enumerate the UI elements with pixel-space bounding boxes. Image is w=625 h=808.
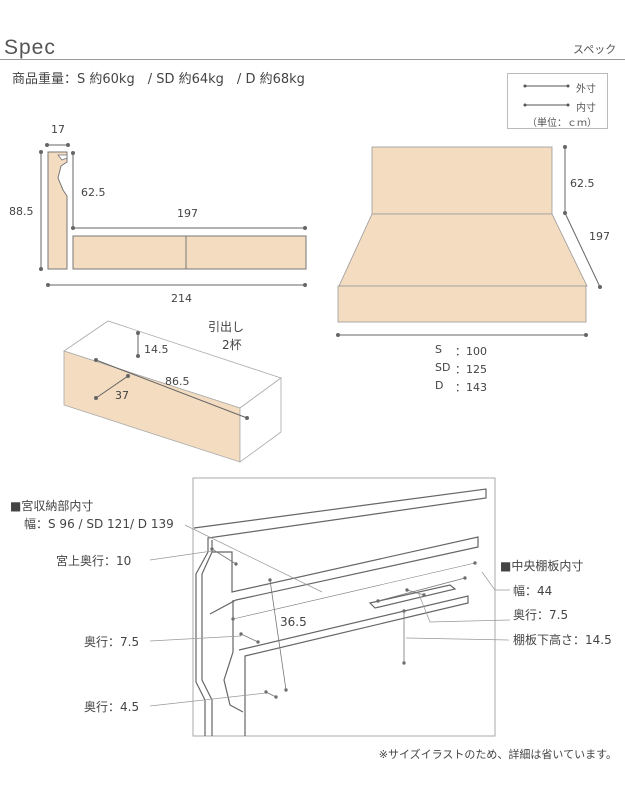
shelf-width: 幅：44 bbox=[513, 584, 553, 598]
drawer-length: 86.5 bbox=[165, 375, 190, 388]
drawer-count: 2杯 bbox=[222, 338, 242, 352]
side-headboard-height: 62.5 bbox=[81, 186, 106, 199]
storage-inner-height: 36.5 bbox=[280, 615, 307, 629]
drawer-depth: 37 bbox=[115, 389, 129, 402]
drawer-label: 引出し bbox=[208, 320, 245, 334]
width-value-d: ：143 bbox=[455, 381, 487, 394]
side-outer-length: 214 bbox=[171, 292, 192, 305]
width-label-sd: SD bbox=[435, 361, 451, 374]
legend-inner-label: 内寸 bbox=[576, 103, 596, 114]
drawer-dimension-lines bbox=[94, 331, 249, 420]
shelf-below-height: 棚板下高さ：14.5 bbox=[513, 633, 612, 647]
side-total-height: 88.5 bbox=[9, 205, 34, 218]
headboard-detail-drawing bbox=[193, 488, 487, 736]
side-inner-length: 197 bbox=[177, 207, 198, 220]
headboard-detail-dimensions bbox=[210, 547, 477, 699]
drawer-illustration bbox=[63, 320, 282, 463]
width-label-s: S bbox=[435, 343, 442, 356]
legend-outer-label: 外寸 bbox=[576, 84, 596, 95]
drawer-height: 14.5 bbox=[144, 343, 169, 356]
title-divider bbox=[0, 59, 625, 60]
shelf-heading: ■中央棚板内寸 bbox=[500, 559, 584, 573]
legend-inner-line bbox=[523, 103, 570, 107]
footnote: ※サイズイラストのため、詳細は省いています。 bbox=[378, 748, 617, 761]
perspective-bed bbox=[337, 146, 588, 323]
side-dimension-lines bbox=[39, 143, 307, 287]
legend-unit: （単位：ｃｍ） bbox=[527, 118, 597, 129]
product-weight: 商品重量：S 約60kg / SD 約64kg / D 約68kg bbox=[12, 72, 305, 87]
legend-box bbox=[507, 73, 608, 129]
side-view-bed bbox=[47, 151, 307, 270]
width-value-s: ：100 bbox=[455, 345, 487, 358]
storage-depth-low: 奥行：4.5 bbox=[84, 700, 140, 714]
width-label-d: D bbox=[435, 379, 444, 392]
storage-depth-mid: 奥行：7.5 bbox=[84, 635, 140, 649]
leader-lines bbox=[149, 524, 511, 707]
persp-length: 197 bbox=[589, 230, 610, 243]
legend-outer-line bbox=[523, 84, 570, 88]
shelf-depth: 奥行：7.5 bbox=[513, 608, 569, 622]
perspective-dimension-lines bbox=[336, 145, 602, 337]
page-subtitle: スペック bbox=[573, 43, 617, 56]
side-top-width: 17 bbox=[51, 123, 65, 136]
page-title: Spec bbox=[4, 36, 56, 59]
storage-width: 幅：S 96 / SD 121/ D 139 bbox=[24, 517, 174, 531]
width-value-sd: ：125 bbox=[455, 363, 487, 376]
persp-headboard-height: 62.5 bbox=[570, 177, 595, 190]
storage-top-depth: 宮上奥行：10 bbox=[56, 554, 132, 568]
storage-heading: ■宮収納部内寸 bbox=[10, 499, 94, 513]
headboard-detail-frame bbox=[192, 477, 496, 737]
